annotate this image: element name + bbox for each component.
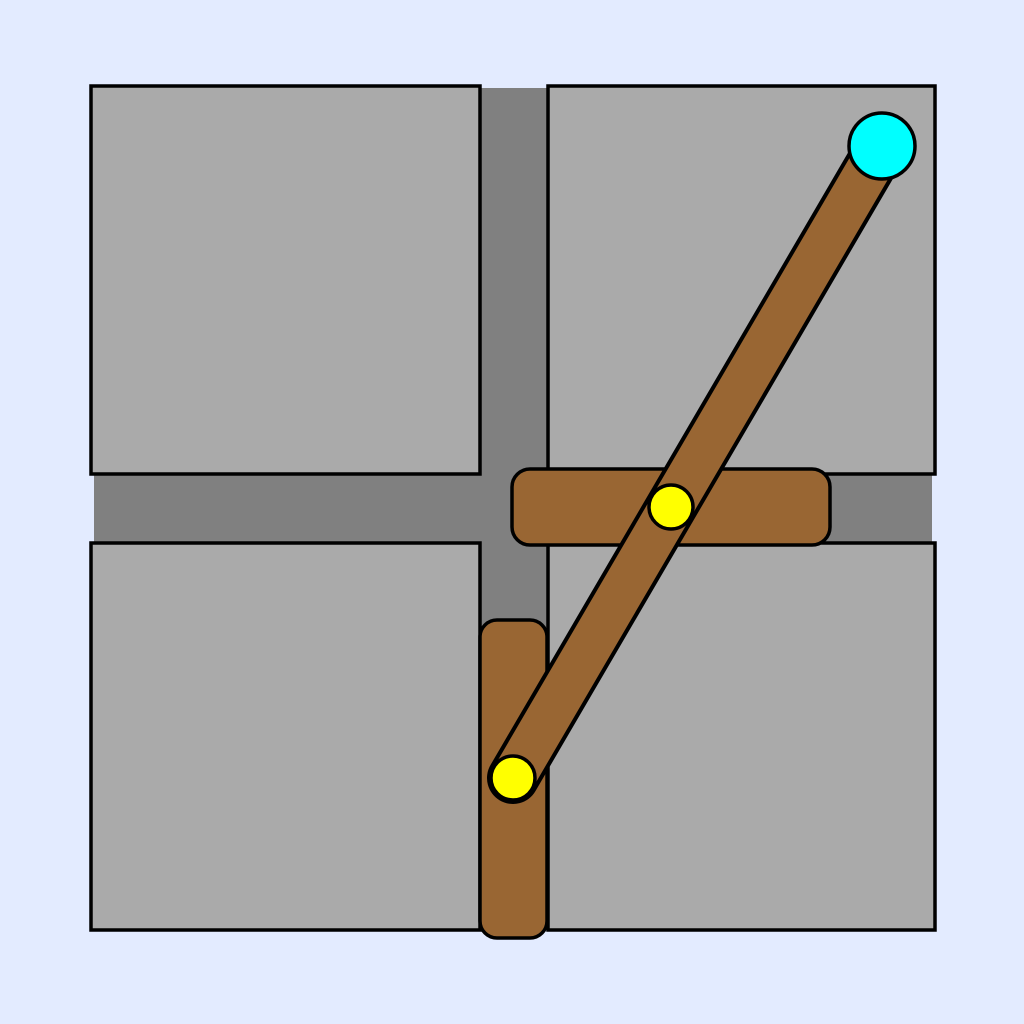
pivot-pin-lower[interactable]: [489, 754, 537, 802]
pivot-pin-upper[interactable]: [647, 483, 695, 531]
block-bottom-left: [89, 541, 482, 932]
blocks: [89, 84, 937, 932]
block-top-left: [89, 84, 482, 476]
rod-body: [491, 124, 904, 800]
connecting-rod[interactable]: [487, 120, 908, 804]
block-bottom-right: [546, 541, 937, 932]
drag-handle-icon[interactable]: [847, 111, 917, 181]
